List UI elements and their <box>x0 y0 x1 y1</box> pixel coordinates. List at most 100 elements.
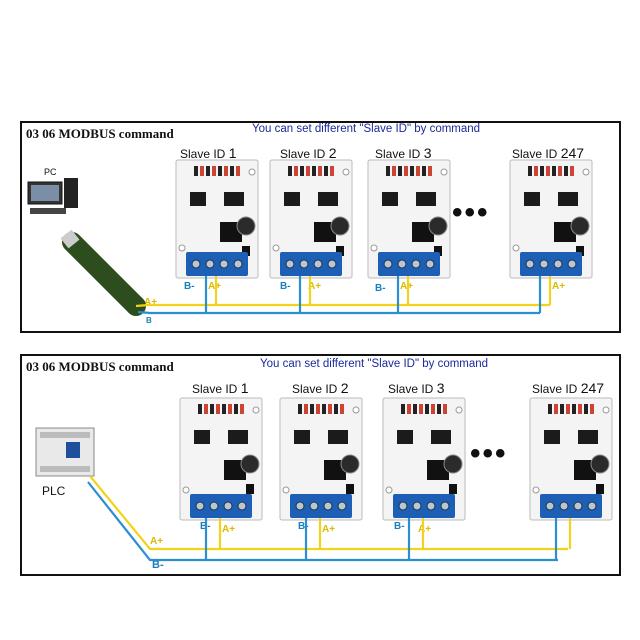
wire-label-b: B- <box>375 283 386 294</box>
wire-label-a: A+ <box>418 524 432 535</box>
header-pin <box>528 166 532 176</box>
capacitor <box>236 216 256 236</box>
bus-label-a: A+ <box>144 297 158 308</box>
header-pin <box>228 404 232 414</box>
mount-hole <box>532 486 540 494</box>
header-pin <box>200 166 204 176</box>
terminal-screw <box>237 501 247 511</box>
mount-hole <box>248 168 256 176</box>
terminal-screw <box>573 501 583 511</box>
terminal-screw <box>525 259 535 269</box>
header-pin <box>194 166 198 176</box>
mount-hole <box>272 244 280 252</box>
header-pin <box>312 166 316 176</box>
terminal-screw <box>412 501 422 511</box>
terminal-block <box>290 494 352 518</box>
terminal-screw <box>559 501 569 511</box>
panel-subtitle: You can set different "Slave ID" by comm… <box>260 358 489 370</box>
usb-adapter-icon <box>62 232 146 316</box>
header-pin <box>413 404 417 414</box>
ellipsis: ••• <box>470 437 508 470</box>
ic-chip <box>382 192 398 206</box>
wire-label-b: B- <box>184 281 195 292</box>
mount-hole <box>602 406 610 414</box>
header-pin <box>386 166 390 176</box>
regulator <box>324 460 346 480</box>
capacitor <box>443 454 463 474</box>
slave-id-247-label: Slave ID 247 <box>532 380 605 396</box>
terminal-block <box>393 494 455 518</box>
terminal-screw <box>337 501 347 511</box>
header-pin <box>410 166 414 176</box>
inductor <box>246 484 254 494</box>
regulator <box>224 460 246 480</box>
header-pin <box>216 404 220 414</box>
ic-chip <box>228 430 248 444</box>
ic-chip <box>397 430 413 444</box>
header-pin <box>566 404 570 414</box>
header-pin <box>210 404 214 414</box>
slave-id-1-label: Slave ID 1 <box>180 145 237 161</box>
mount-hole <box>182 486 190 494</box>
bus-wire <box>87 481 558 562</box>
header-pin <box>218 166 222 176</box>
terminal-block <box>520 252 582 276</box>
terminal-screw <box>299 259 309 269</box>
mount-hole <box>582 168 590 176</box>
pc-keyboard-icon <box>30 208 66 214</box>
bus-label-b: B <box>146 316 152 325</box>
ic-chip <box>431 430 451 444</box>
header-pin <box>578 404 582 414</box>
wire-label-b: B- <box>280 281 291 292</box>
slave-id-1-label: Slave ID 1 <box>192 380 249 396</box>
wire-label-b: B- <box>394 521 405 532</box>
panel-title: 03 06 MODBUS command <box>26 126 174 141</box>
header-pin <box>198 404 202 414</box>
header-pin <box>548 404 552 414</box>
header-pin <box>240 404 244 414</box>
inductor <box>346 484 354 494</box>
regulator <box>220 222 242 242</box>
ic-chip <box>224 192 244 206</box>
mount-hole <box>282 486 290 494</box>
bus-wire <box>89 475 568 551</box>
header-pin <box>590 404 594 414</box>
header-pin <box>437 404 441 414</box>
terminal-screw <box>440 501 450 511</box>
header-pin <box>288 166 292 176</box>
terminal-screw <box>219 259 229 269</box>
header-pin <box>552 166 556 176</box>
ic-chip <box>328 430 348 444</box>
header-pin <box>534 166 538 176</box>
inductor <box>242 246 250 256</box>
terminal-screw <box>313 259 323 269</box>
header-pin <box>234 404 238 414</box>
header-pin <box>324 166 328 176</box>
panel-subtitle: You can set different "Slave ID" by comm… <box>252 123 481 135</box>
terminal-screw <box>539 259 549 269</box>
ic-chip <box>294 430 310 444</box>
ic-chip <box>194 430 210 444</box>
capacitor <box>340 454 360 474</box>
terminal-screw <box>587 501 597 511</box>
header-pin <box>392 166 396 176</box>
header-pin <box>570 166 574 176</box>
wire-label-a: A+ <box>208 281 222 292</box>
terminal-screw <box>411 259 421 269</box>
pc-label: PC <box>44 167 57 177</box>
wire-label-a: A+ <box>222 524 236 535</box>
mount-hole <box>252 406 260 414</box>
capacitor <box>590 454 610 474</box>
header-pin <box>398 166 402 176</box>
header-pin <box>554 404 558 414</box>
header-pin <box>294 166 298 176</box>
mount-hole <box>178 244 186 252</box>
inductor <box>596 484 604 494</box>
regulator <box>412 222 434 242</box>
ic-chip <box>578 430 598 444</box>
pc-tower-icon <box>64 178 78 208</box>
inductor <box>449 484 457 494</box>
header-pin <box>560 404 564 414</box>
panel-title: 03 06 MODBUS command <box>26 359 174 374</box>
